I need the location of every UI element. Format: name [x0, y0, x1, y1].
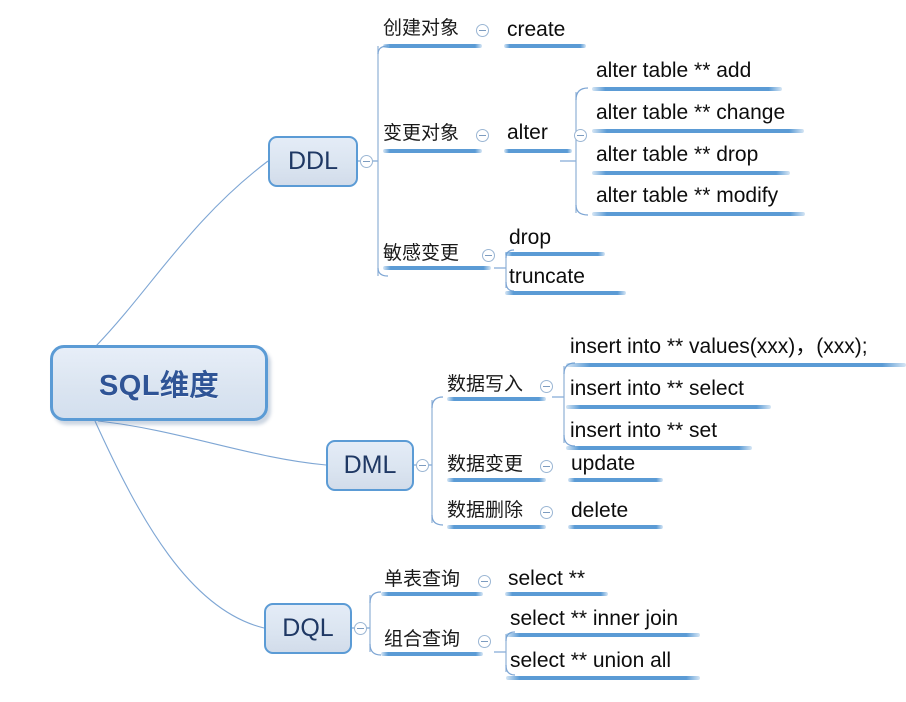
root-node-label: SQL维度 — [98, 370, 220, 402]
leaf-label-delete: delete — [571, 499, 629, 522]
underline-update — [568, 478, 663, 482]
underline-single-table-query — [381, 592, 483, 596]
root-node[interactable]: SQL维度 — [50, 345, 268, 421]
collapse-minus-icon-sensitive-change[interactable] — [482, 249, 495, 262]
branch-label-single-table-query: 单表查询 — [384, 569, 461, 590]
underline-alter-change — [592, 129, 804, 133]
leaf-label-create: create — [507, 18, 566, 41]
category-node-dql[interactable]: DQL — [264, 603, 352, 654]
wire-alter-corner-bottom — [575, 204, 589, 216]
collapse-minus-icon-data-write[interactable] — [540, 380, 553, 393]
underline-alter — [504, 149, 572, 153]
category-node-dql-label: DQL — [282, 614, 334, 642]
leaf-label-insert-select: insert into ** select — [570, 377, 744, 400]
collapse-minus-icon-dml[interactable] — [416, 459, 429, 472]
underline-drop — [505, 252, 605, 256]
underline-select — [505, 592, 608, 596]
underline-data-delete — [447, 525, 546, 529]
branch-label-change-object: 变更对象 — [383, 123, 460, 144]
leaf-label-select: select ** — [508, 567, 586, 590]
wire-dql-corner-bottom — [369, 643, 382, 656]
leaf-label-select-union-all: select ** union all — [510, 649, 672, 672]
leaf-label-insert-set: insert into ** set — [570, 419, 718, 442]
leaf-label-alter: alter — [507, 121, 548, 144]
wire-root-ddl — [95, 160, 269, 347]
underline-change-object — [383, 149, 482, 153]
underline-create-object — [383, 44, 482, 48]
wire-alter-corner-top — [575, 87, 589, 101]
wire-root-dql — [94, 420, 265, 629]
wire-root-dml — [97, 420, 327, 466]
underline-insert-values — [566, 363, 906, 367]
underline-sensitive-change — [383, 266, 491, 270]
underline-alter-add — [592, 87, 782, 91]
category-node-dml-label: DML — [343, 451, 397, 479]
underline-select-union-all — [506, 676, 700, 680]
underline-insert-set — [566, 446, 752, 450]
collapse-minus-icon-dql[interactable] — [354, 622, 367, 635]
underline-delete — [568, 525, 663, 529]
wire-dql-corner-top — [369, 591, 382, 604]
leaf-label-update: update — [571, 452, 636, 475]
leaf-label-truncate: truncate — [509, 265, 585, 288]
collapse-minus-icon-change-object[interactable] — [476, 129, 489, 142]
leaf-label-select-inner-join: select ** inner join — [510, 607, 679, 630]
collapse-minus-icon-combined-query[interactable] — [478, 635, 491, 648]
leaf-label-drop: drop — [509, 226, 552, 249]
category-node-ddl[interactable]: DDL — [268, 136, 358, 187]
collapse-minus-icon-create-object[interactable] — [476, 24, 489, 37]
collapse-minus-icon-data-change[interactable] — [540, 460, 553, 473]
category-node-dml[interactable]: DML — [326, 440, 414, 491]
branch-label-create-object: 创建对象 — [383, 18, 460, 39]
underline-create — [504, 44, 586, 48]
collapse-minus-icon-single-table-query[interactable] — [478, 575, 491, 588]
underline-insert-select — [566, 405, 771, 409]
underline-alter-drop — [592, 171, 790, 175]
underline-alter-modify — [592, 212, 805, 216]
collapse-minus-icon-data-delete[interactable] — [540, 506, 553, 519]
branch-label-sensitive-change: 敏感变更 — [383, 243, 460, 264]
branch-label-combined-query: 组合查询 — [384, 629, 461, 650]
leaf-label-alter-change: alter table ** change — [596, 101, 786, 124]
underline-combined-query — [381, 652, 483, 656]
underline-data-write — [447, 397, 546, 401]
underline-truncate — [505, 291, 626, 295]
category-node-ddl-label: DDL — [287, 147, 338, 175]
leaf-label-insert-values: insert into ** values(xxx)，(xxx); — [570, 335, 868, 358]
leaf-label-alter-modify: alter table ** modify — [596, 184, 779, 207]
collapse-minus-icon-alter[interactable] — [574, 129, 587, 142]
branch-label-data-write: 数据写入 — [447, 374, 524, 395]
wire-dml-corner-top — [431, 396, 444, 409]
leaf-label-alter-drop: alter table ** drop — [596, 143, 759, 166]
underline-select-inner-join — [506, 633, 700, 637]
branch-label-data-change: 数据变更 — [447, 454, 524, 475]
collapse-minus-icon-ddl[interactable] — [360, 155, 373, 168]
wire-dml-corner-bottom — [431, 514, 444, 526]
branch-label-data-delete: 数据删除 — [447, 500, 524, 521]
leaf-label-alter-add: alter table ** add — [596, 59, 752, 82]
underline-data-change — [447, 478, 546, 482]
